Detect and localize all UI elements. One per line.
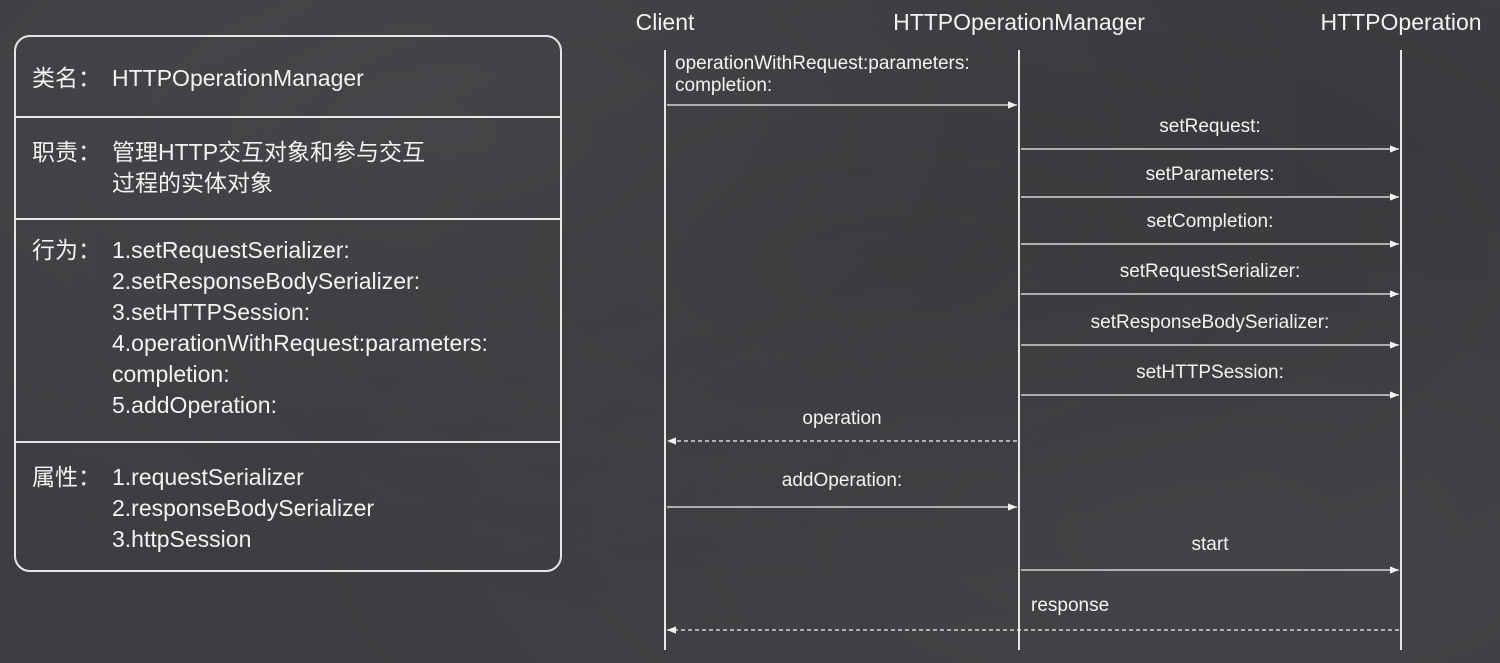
- message-label: operationWithRequest:parameters:: [675, 53, 970, 74]
- message-label: completion:: [675, 75, 772, 96]
- divider-1: [16, 116, 560, 118]
- message: operationWithRequest:parameters:completi…: [667, 53, 1017, 109]
- duty-line: 管理HTTP交互对象和参与交互: [112, 139, 426, 165]
- message-label: start: [1192, 534, 1230, 555]
- message: addOperation:: [667, 470, 1017, 511]
- participant-label: HTTPOperationManager: [893, 9, 1145, 35]
- message-label: addOperation:: [782, 470, 902, 491]
- message-label: response: [1031, 595, 1109, 616]
- class-name-value: HTTPOperationManager: [112, 65, 364, 91]
- participant-label: HTTPOperation: [1320, 9, 1481, 35]
- message: setResponseBodySerializer:: [1021, 312, 1399, 349]
- messages: operationWithRequest:parameters:completi…: [667, 53, 1399, 634]
- divider-2: [16, 218, 560, 220]
- participant-label: Client: [636, 9, 695, 35]
- duty-lines: 管理HTTP交互对象和参与交互 过程的实体对象: [112, 137, 425, 199]
- behavior-line: 4.operationWithRequest:parameters:: [112, 330, 488, 356]
- message-label: setCompletion:: [1147, 211, 1274, 232]
- class-card: 类名： HTTPOperationManager 职责： 管理HTTP交互对象和…: [14, 35, 562, 572]
- message-label: setRequestSerializer:: [1120, 261, 1301, 282]
- message: operation: [667, 408, 1017, 445]
- message-label: operation: [802, 408, 881, 429]
- behavior-line: 2.setResponseBodySerializer:: [112, 268, 421, 294]
- message-label: setParameters:: [1146, 164, 1275, 185]
- message: setRequest:: [1021, 116, 1399, 153]
- duty-line: 过程的实体对象: [112, 170, 273, 196]
- behavior-line: 3.setHTTPSession:: [112, 299, 311, 325]
- class-name-section: 类名： HTTPOperationManager: [16, 63, 560, 94]
- message: setRequestSerializer:: [1021, 261, 1399, 298]
- message: setParameters:: [1021, 164, 1399, 201]
- participants: Client HTTPOperationManager HTTPOperation: [636, 9, 1482, 650]
- behavior-lines: 1.setRequestSerializer: 2.setResponseBod…: [112, 235, 488, 421]
- attribute-line: 1.requestSerializer: [112, 464, 304, 490]
- attribute-line: 3.httpSession: [112, 526, 252, 552]
- behavior-line: 5.addOperation:: [112, 392, 277, 418]
- attribute-key: 属性：: [32, 464, 101, 490]
- behavior-key: 行为：: [32, 237, 101, 263]
- message: response: [667, 595, 1399, 634]
- divider-3: [16, 441, 560, 443]
- message: start: [1021, 534, 1399, 574]
- behavior-line: completion:: [112, 361, 230, 387]
- duty-key: 职责：: [32, 139, 101, 165]
- behavior-line: 1.setRequestSerializer:: [112, 237, 350, 263]
- message-label: setResponseBodySerializer:: [1091, 312, 1330, 333]
- message-label: setRequest:: [1159, 116, 1260, 137]
- message-label: setHTTPSession:: [1136, 362, 1284, 383]
- class-name-key: 类名：: [32, 65, 101, 91]
- message: setHTTPSession:: [1021, 362, 1399, 399]
- message: setCompletion:: [1021, 211, 1399, 248]
- attribute-line: 2.responseBodySerializer: [112, 495, 375, 521]
- attribute-lines: 1.requestSerializer 2.responseBodySerial…: [112, 462, 374, 555]
